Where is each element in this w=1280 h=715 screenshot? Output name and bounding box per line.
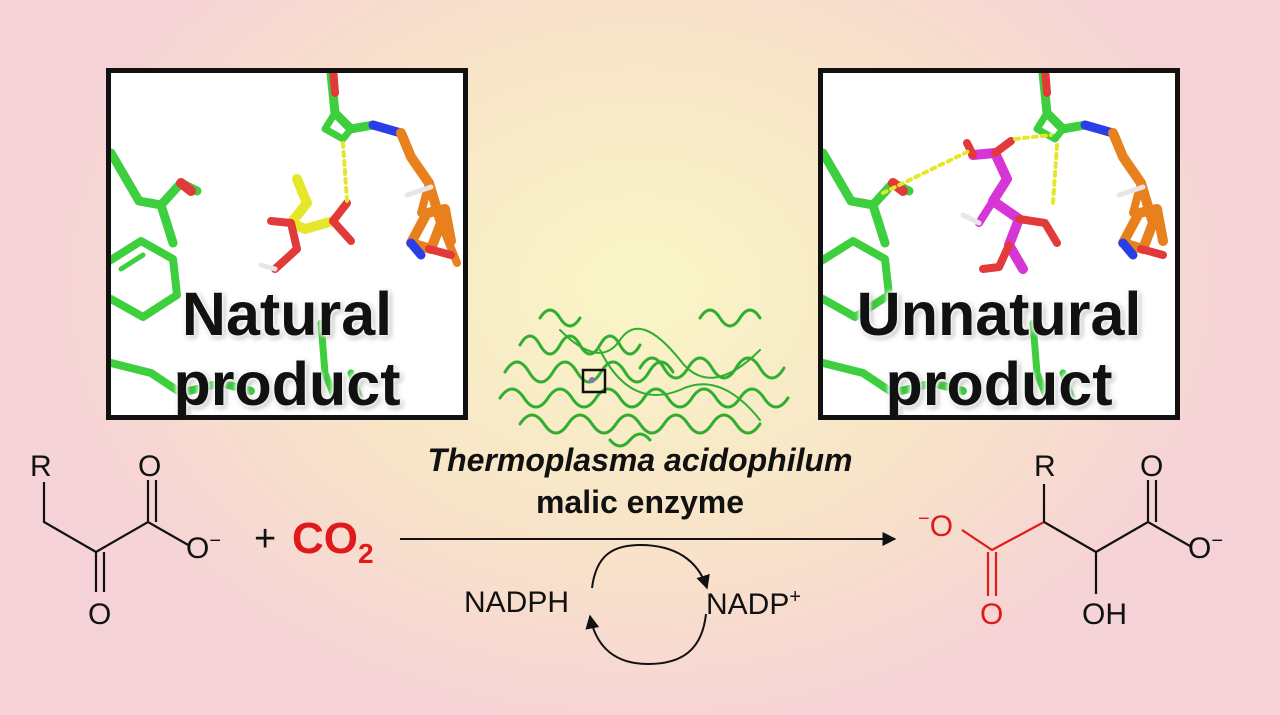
unnatural-product-panel: Unnatural product <box>818 68 1180 420</box>
unnatural-active-site-structure <box>823 73 1168 407</box>
co2-label: CO2 <box>292 514 374 570</box>
product-skeleton <box>1042 480 1191 594</box>
product-carboxylate: O− <box>1188 530 1224 565</box>
product-carboxyl-o: O <box>1140 450 1164 483</box>
reactant-keto-o: O <box>88 598 112 631</box>
cofactor-nadph: NADPH <box>464 586 570 619</box>
co2-text: CO <box>292 514 358 563</box>
reactant-carboxylate: O− <box>186 530 222 565</box>
active-site-atom <box>589 377 595 383</box>
organism-name: Thermoplasma acidophilum <box>427 442 853 478</box>
product-new-carboxylate: −O <box>918 508 954 543</box>
natural-caption-line1: Natural <box>181 280 393 348</box>
enzyme-structure-image <box>498 308 790 448</box>
product-new-carboxyl <box>961 521 1045 596</box>
product-hydroxyl: OH <box>1082 598 1127 631</box>
product-new-carbonyl-o: O <box>980 598 1004 631</box>
reactant-skeleton <box>42 480 191 592</box>
co2-subscript: 2 <box>358 538 374 569</box>
active-site-box <box>581 368 607 394</box>
product-r-group: R <box>1034 450 1056 483</box>
reactant-r-group: R <box>30 450 52 483</box>
unnatural-product-caption: Unnatural product <box>823 279 1175 418</box>
unnatural-caption-line2: product <box>885 350 1113 418</box>
plus-sign: + <box>254 518 277 560</box>
unnatural-caption-line1: Unnatural <box>856 280 1142 348</box>
natural-product-caption: Natural product <box>111 279 463 418</box>
cycle-arrow-top <box>591 543 710 590</box>
cycle-arrow-bottom <box>585 613 707 666</box>
natural-active-site-structure <box>111 73 461 407</box>
natural-caption-line2: product <box>173 350 401 418</box>
cofactor-nadp: NADP+ <box>706 586 802 621</box>
natural-product-panel: Natural product <box>106 68 468 420</box>
enzyme-name: malic enzyme <box>535 484 745 520</box>
reactant-carboxyl-o: O <box>138 450 162 483</box>
